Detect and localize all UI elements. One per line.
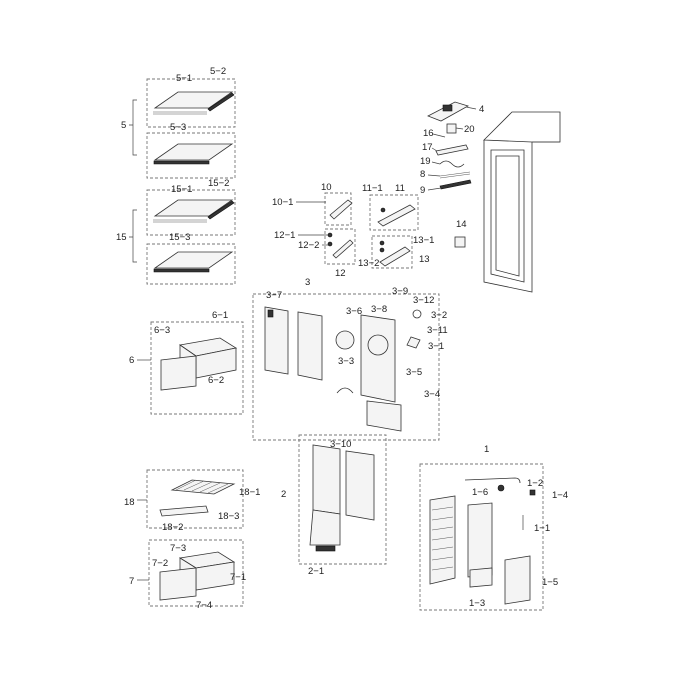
label-6: 6 <box>129 355 134 366</box>
label-17: 17 <box>422 142 433 153</box>
label-5-2: 5−2 <box>210 66 226 77</box>
label-5-1: 5−1 <box>176 73 192 84</box>
label-1-5: 1−5 <box>542 577 558 588</box>
label-1-2: 1−2 <box>527 478 543 489</box>
label-11-1: 11−1 <box>362 183 383 194</box>
group-6: 6−1 6−3 6−2 6 <box>129 310 244 415</box>
group-13: 13−1 13−2 13 <box>358 235 434 269</box>
group-2: 2 2−1 <box>281 434 387 577</box>
label-3-4: 3−4 <box>424 389 440 400</box>
label-1-4: 1−4 <box>552 490 568 501</box>
label-1-3: 1−3 <box>469 598 485 609</box>
group-12: 12−1 12−2 12 <box>274 228 356 279</box>
label-14: 14 <box>456 219 467 230</box>
label-10: 10 <box>321 182 332 193</box>
label-3-6: 3−6 <box>346 306 362 317</box>
label-9: 9 <box>420 185 425 196</box>
label-18: 18 <box>124 497 135 508</box>
label-16: 16 <box>423 128 434 139</box>
label-5: 5 <box>121 120 126 131</box>
label-5-3: 5−3 <box>170 122 186 133</box>
label-6-2: 6−2 <box>208 375 224 386</box>
label-7-4: 7−4 <box>196 600 212 611</box>
label-1-1: 1−1 <box>534 523 550 534</box>
label-12: 12 <box>335 268 346 279</box>
label-10-1: 10−1 <box>272 197 293 208</box>
label-6-1: 6−1 <box>212 310 228 321</box>
label-12-2: 12−2 <box>298 240 319 251</box>
label-1-6: 1−6 <box>472 487 488 498</box>
label-19: 19 <box>420 156 431 167</box>
label-13-2: 13−2 <box>358 258 379 269</box>
label-18-1: 18−1 <box>239 487 260 498</box>
part-14: 14 <box>454 219 467 248</box>
label-3-10: 3−10 <box>330 439 351 450</box>
label-3-9: 3−9 <box>392 286 408 297</box>
group-10: 10 10−1 <box>272 182 353 226</box>
label-7-2: 7−2 <box>152 558 168 569</box>
label-15-2: 15−2 <box>208 178 229 189</box>
part-16: 16 <box>423 128 446 139</box>
label-3-12: 3−12 <box>413 295 434 306</box>
label-7-3: 7−3 <box>170 543 186 554</box>
label-4: 4 <box>479 104 484 115</box>
label-7-1: 7−1 <box>230 572 246 583</box>
part-19: 19 <box>420 156 465 168</box>
part-4-cover: 4 <box>427 101 484 122</box>
label-3-5: 3−5 <box>406 367 422 378</box>
group-15: 15−1 15−2 15−3 15 <box>116 178 236 285</box>
label-18-2: 18−2 <box>162 522 183 533</box>
group-7: 7−3 7−2 7−1 7−4 7 <box>129 539 246 611</box>
label-3: 3 <box>305 277 310 288</box>
label-15: 15 <box>116 232 127 243</box>
label-12-1: 12−1 <box>274 230 295 241</box>
label-3-7: 3−7 <box>266 290 282 301</box>
label-13-1: 13−1 <box>413 235 434 246</box>
group-3: 3 3−7 3−6 3−8 3−9 3−12 3−2 3−11 3−1 3−3 … <box>252 277 448 450</box>
label-11: 11 <box>395 183 405 194</box>
part-17: 17 <box>422 142 469 156</box>
label-13: 13 <box>419 254 430 265</box>
label-3-8: 3−8 <box>371 304 387 315</box>
label-18-3: 18−3 <box>218 511 239 522</box>
part-9: 9 <box>420 179 472 196</box>
label-15-1: 15−1 <box>171 184 192 195</box>
label-6-3: 6−3 <box>154 325 170 336</box>
label-3-3: 3−3 <box>338 356 354 367</box>
part-20: 20 <box>446 123 475 135</box>
part-8: 8 <box>420 169 471 180</box>
label-3-2: 3−2 <box>431 310 447 321</box>
group-5: 5−1 5−2 5−3 5 <box>121 66 236 179</box>
group-18: 18 18−1 18−3 18−2 <box>124 469 260 533</box>
label-1: 1 <box>484 444 489 455</box>
group-11: 11−1 11 <box>362 183 419 231</box>
label-20: 20 <box>464 124 475 135</box>
label-3-11: 3−11 <box>427 325 448 336</box>
group-1: 1 1−2 1−6 1−4 1−1 1−5 1−3 <box>419 444 568 611</box>
label-2-1: 2−1 <box>308 566 324 577</box>
label-3-1: 3−1 <box>428 341 444 352</box>
fridge-cabinet <box>483 111 561 293</box>
label-8: 8 <box>420 169 425 180</box>
label-7: 7 <box>129 576 134 587</box>
label-2: 2 <box>281 489 286 500</box>
label-15-3: 15−3 <box>169 232 190 243</box>
